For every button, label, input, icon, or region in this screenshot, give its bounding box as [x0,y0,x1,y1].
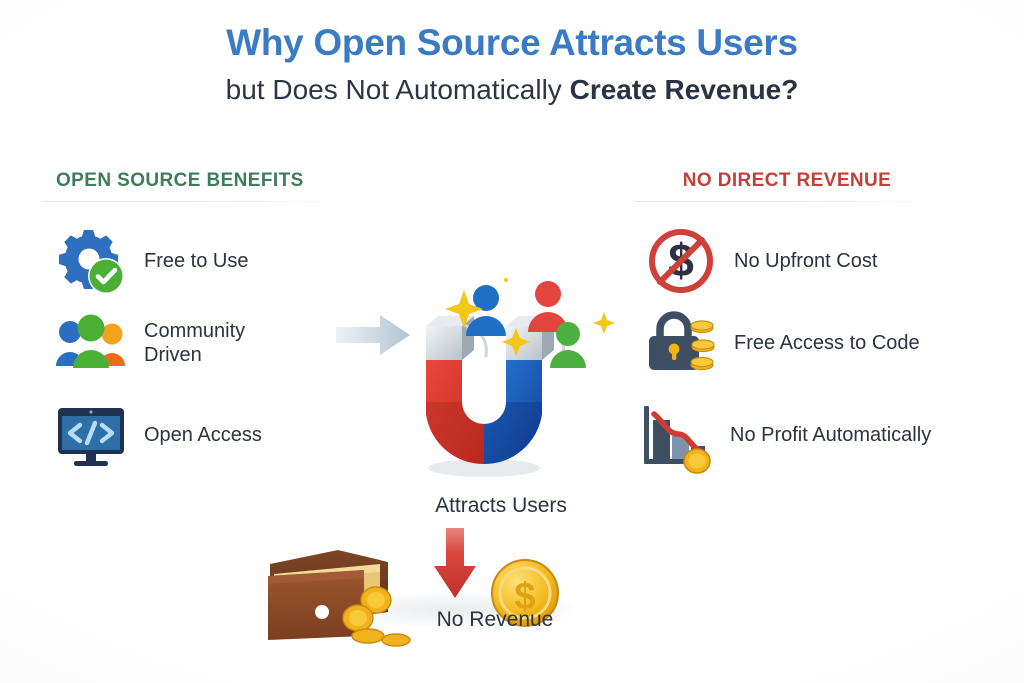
page-subtitle-regular: but Does Not Automatically [225,73,570,105]
arrow-down-icon [432,528,478,600]
bottom-stage: $ No Revenue [250,520,600,660]
left-column-divider [42,201,344,202]
wallet-coins-icon [260,542,420,652]
title-block: Why Open Source Attracts Users but Does … [0,22,1024,106]
page-title: Why Open Source Attracts Users [226,22,798,63]
dollar-coin-icon: $ [490,558,560,628]
lock-coins-icon [644,306,718,380]
revenue-item-free-access-to-code: Free Access to Code [644,306,920,380]
person-red-icon [528,281,568,332]
benefit-item-community-driven: Community Driven [54,306,245,380]
revenue-item-no-upfront-cost: $ No Upfront Cost [644,224,877,298]
left-column-header-label: OPEN SOURCE BENEFITS [56,170,304,191]
svg-text:$: $ [514,576,535,618]
benefit-label-community-driven: Community Driven [144,320,246,366]
page-subtitle: but Does Not Automatically Create Revenu… [0,73,1024,107]
center-stage: Attracts Users [336,276,666,546]
revenue-label-no-profit-automatically: No Profit Automatically [730,424,932,446]
center-label-attracts-users: Attracts Users [435,494,567,517]
code-monitor-icon [54,398,128,472]
benefit-label-open-access: Open Access [144,424,262,446]
attracted-users-cluster [444,276,654,396]
no-dollar-icon: $ [644,224,718,298]
person-blue-icon [466,285,506,336]
bottom-label-no-revenue: No Revenue [436,608,554,631]
person-green-icon [550,322,586,368]
arrow-right-icon [336,312,412,358]
left-column-header: OPEN SOURCE BENEFITS [42,170,344,202]
right-column-header-label: NO DIRECT REVENUE [682,170,892,191]
gear-check-icon [54,224,128,298]
revenue-label-no-upfront-cost: No Upfront Cost [734,250,878,272]
benefit-label-free-to-use: Free to Use [144,250,249,272]
revenue-item-no-profit-automatically: No Profit Automatically [640,398,932,474]
revenue-label-free-access-to-code: Free Access to Code [734,332,920,354]
page-subtitle-bold: Create Revenue? [569,73,799,105]
benefit-item-open-access: Open Access [54,398,262,472]
declining-chart-coin-icon [640,398,714,474]
benefit-item-free-to-use: Free to Use [54,224,248,298]
right-column-divider [636,201,938,202]
people-group-icon [54,306,128,380]
right-column-header: NO DIRECT REVENUE [636,170,938,202]
